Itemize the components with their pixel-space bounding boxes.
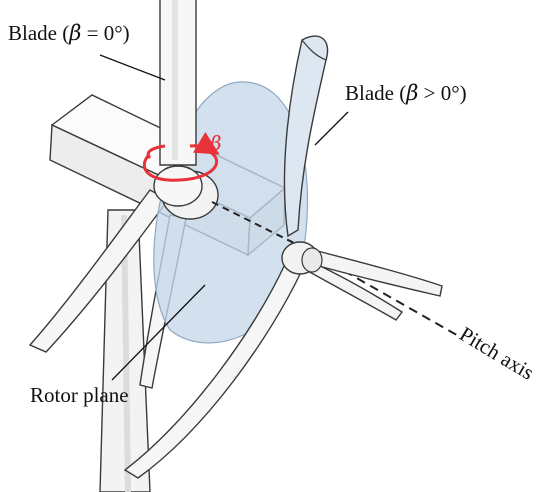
blade-pitch-zero [159,0,197,166]
leader-lines [99,54,349,381]
tower [99,209,151,492]
blade-pitch-positive [283,35,329,238]
front-hub [281,241,323,275]
rear-hub [153,165,219,220]
label-blade-zero: Blade (β = 0°) [8,21,130,45]
pitch-angle-symbol: β [209,131,222,155]
front-rotor-right-blades [303,247,443,321]
pitch-rotation-arrow [142,131,220,182]
label-pitch-axis: Pitch axis [455,322,538,385]
label-rotor-plane: Rotor plane [30,383,129,407]
label-blade-positive: Blade (β > 0°) [345,81,467,105]
rear-rotor-left-blade [28,189,170,353]
front-rotor-lower-blade [123,261,303,479]
pitch-axis-line [211,201,463,339]
